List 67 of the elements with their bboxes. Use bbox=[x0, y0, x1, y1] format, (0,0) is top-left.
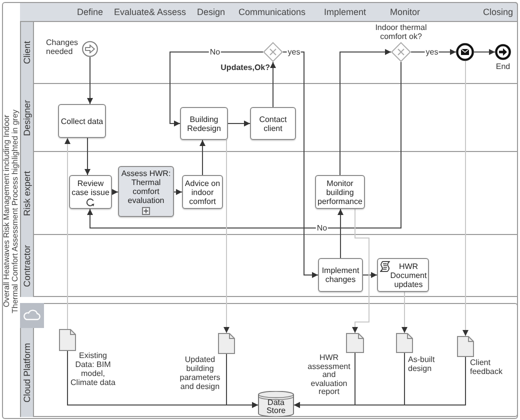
task-box: Building Redesign bbox=[180, 107, 228, 140]
arrow bbox=[352, 208, 370, 334]
swimlane bbox=[20, 22, 518, 84]
edge-label: yes bbox=[286, 48, 302, 56]
lane-label: Client bbox=[22, 41, 32, 64]
arrow bbox=[402, 292, 408, 334]
phase-label: Monitor bbox=[390, 7, 420, 17]
task-label: Assess HWR: Thermal comfort evaluation bbox=[120, 169, 172, 205]
arrow bbox=[294, 356, 466, 408]
arrow bbox=[228, 120, 250, 126]
arrow bbox=[462, 60, 468, 336]
arrow bbox=[362, 272, 378, 278]
task-box: Monitor building performance bbox=[315, 175, 365, 209]
arrow bbox=[64, 138, 70, 330]
document-label: HWR assessment and evaluation report bbox=[306, 354, 352, 397]
task-label: HWR Document updates bbox=[390, 262, 427, 288]
envelope-circle-icon bbox=[456, 43, 474, 61]
arrow bbox=[87, 56, 93, 104]
task-label: Review case issue bbox=[71, 179, 110, 197]
phase-label: Define bbox=[77, 7, 103, 17]
subprocess-box bbox=[118, 166, 174, 217]
task-box: Implement changes bbox=[318, 258, 363, 292]
edge-label: No bbox=[316, 224, 328, 232]
arrow bbox=[224, 140, 230, 334]
edge-label: yes bbox=[424, 48, 440, 56]
swimlane bbox=[20, 152, 518, 235]
arrow bbox=[340, 49, 392, 176]
arrow bbox=[226, 354, 258, 408]
lane-label: Risk expert bbox=[22, 170, 32, 216]
phase-label: Evaluate& Assess bbox=[114, 7, 186, 17]
gateway-question: Updates,Ok? bbox=[220, 63, 270, 72]
data-store-cylinder: Data Store bbox=[258, 391, 294, 417]
pool-title: Overall Heatwaves Risk Management including Indoor Thermal Comfort Assessment Process highlighted in grey bbox=[3, 108, 20, 315]
document-label: As-built design bbox=[408, 355, 436, 373]
phase-label: Closing bbox=[483, 7, 513, 17]
arrow bbox=[410, 49, 456, 55]
task-box bbox=[377, 258, 429, 292]
event-label: End bbox=[496, 62, 510, 71]
gateway-question: Indoor thermal comfort ok? bbox=[374, 23, 428, 41]
phase-label: Implement bbox=[324, 7, 366, 17]
arrow bbox=[112, 189, 118, 195]
swimlane bbox=[20, 84, 518, 152]
swimlane bbox=[20, 235, 518, 297]
arrow bbox=[282, 52, 318, 278]
lane-label: Cloud Platform bbox=[22, 342, 32, 402]
task-box: Contact client bbox=[250, 107, 296, 140]
phase-label: Communications bbox=[238, 7, 306, 17]
document-label: Existing Data: BIM model, Climate data bbox=[70, 351, 116, 387]
lane-label: Contractor bbox=[22, 244, 32, 288]
phase-label: Design bbox=[197, 7, 225, 17]
lane-label: Designer bbox=[22, 100, 32, 136]
arrow bbox=[170, 52, 264, 126]
event-label: Changes needed bbox=[46, 38, 80, 56]
edge-label: No bbox=[208, 48, 222, 56]
arrow bbox=[474, 49, 496, 55]
arrow bbox=[87, 62, 402, 228]
task-box: Advice on indoor comfort bbox=[182, 175, 223, 209]
arrow bbox=[174, 189, 182, 195]
arrow bbox=[338, 208, 344, 258]
arrow bbox=[84, 138, 90, 176]
swimlane bbox=[20, 303, 518, 417]
task-box bbox=[69, 175, 112, 209]
document-label: Client feedback bbox=[470, 358, 504, 376]
document-label: Updated building parameters and design bbox=[178, 355, 222, 391]
task-box: Collect data bbox=[58, 104, 106, 138]
arrow bbox=[270, 62, 276, 108]
arrow bbox=[200, 140, 206, 176]
